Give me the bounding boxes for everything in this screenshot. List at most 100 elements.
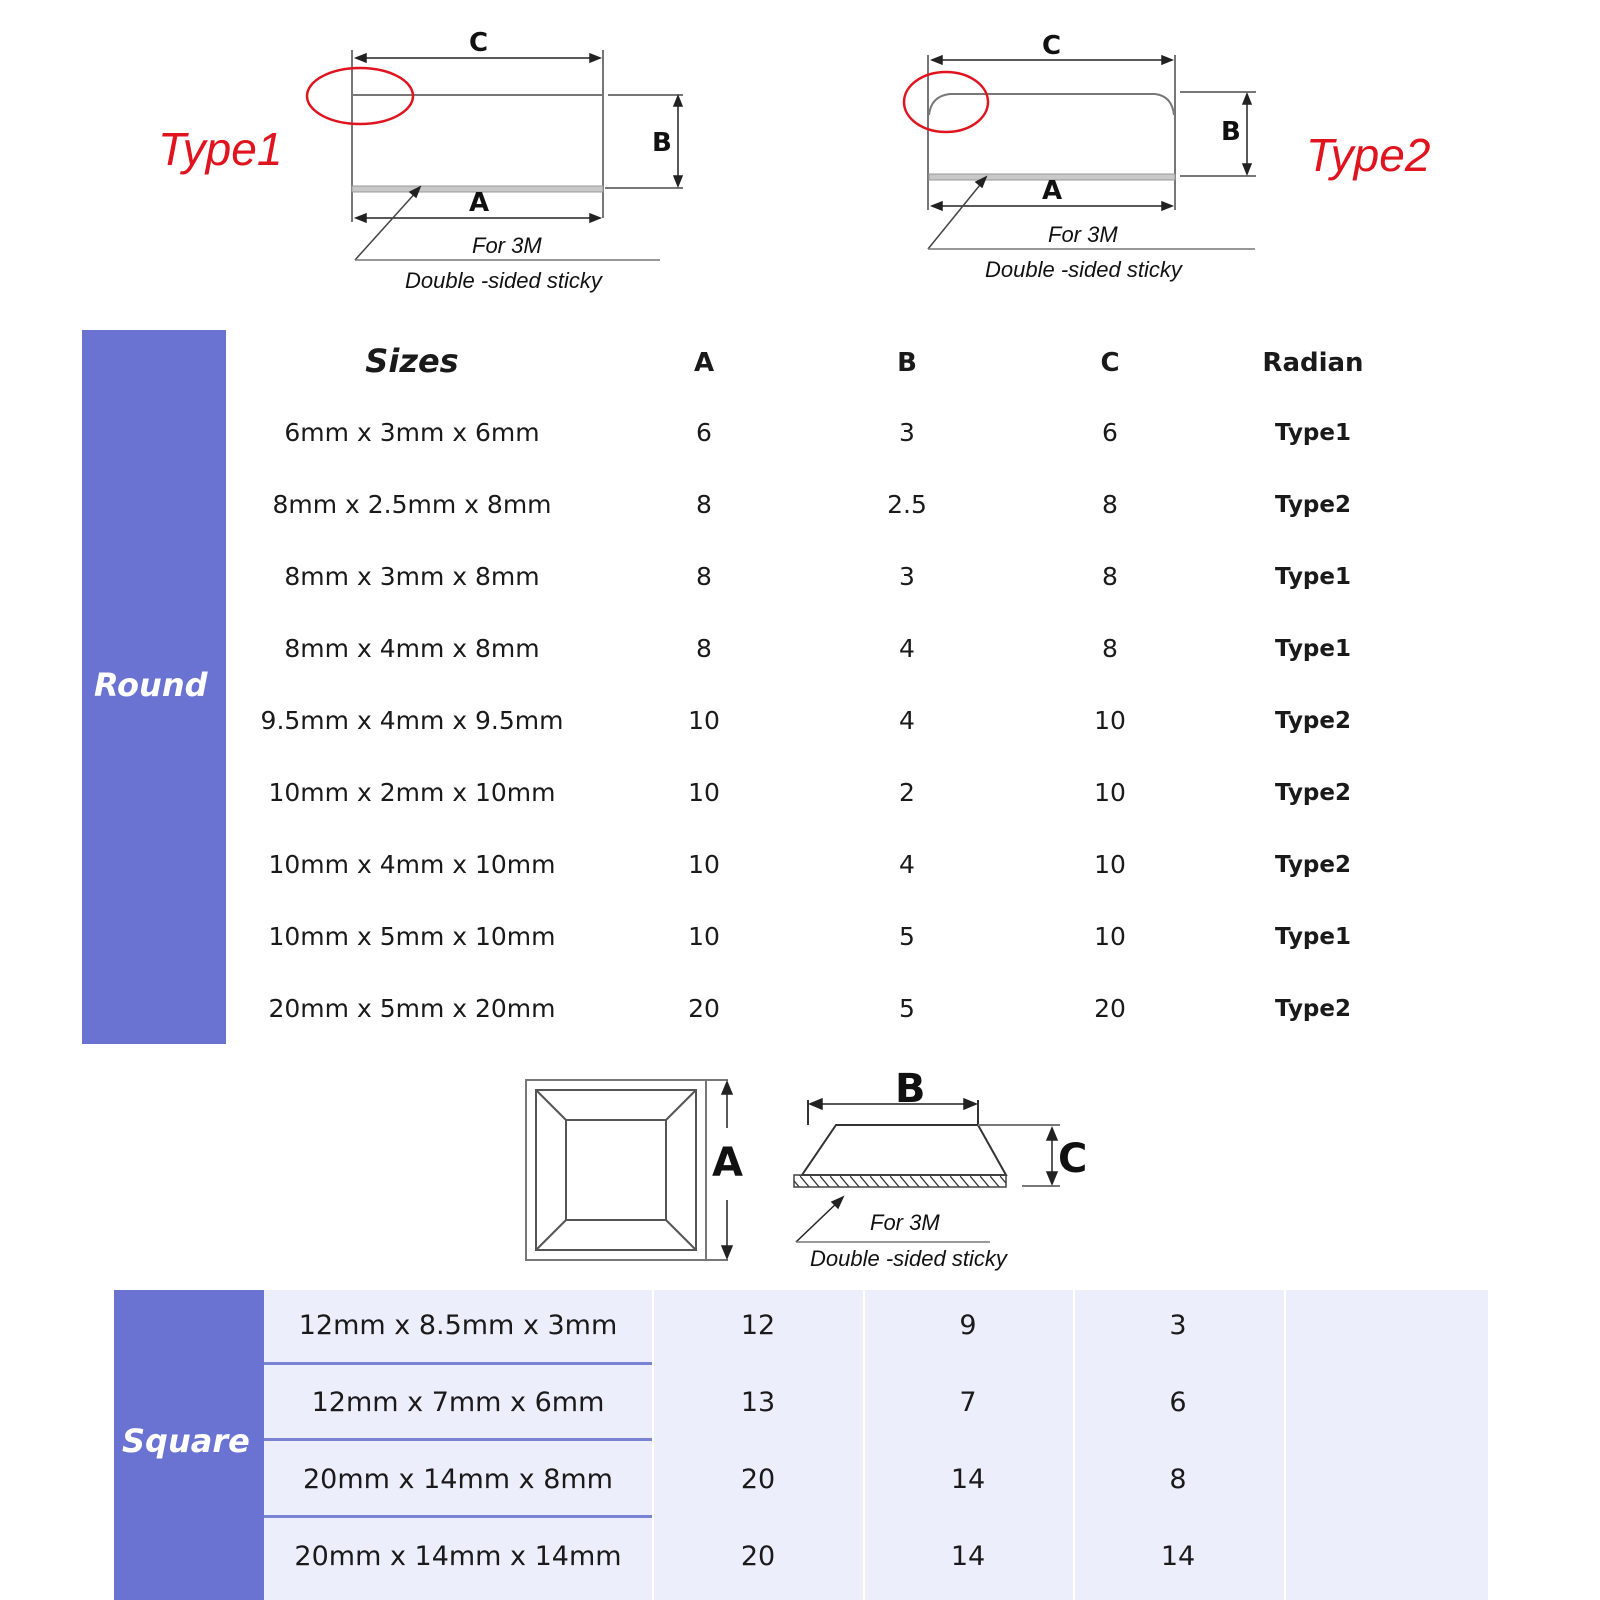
cell-c: 6 <box>1169 1387 1187 1418</box>
cell-a: 20 <box>740 1464 776 1495</box>
square-col-divider <box>863 1290 865 1600</box>
cell-b: 4 <box>899 706 915 735</box>
type1-drawing <box>305 50 684 261</box>
cell-b: 9 <box>959 1310 977 1341</box>
cell-c: 6 <box>1102 418 1118 447</box>
square-b-dim <box>808 1097 978 1111</box>
cell-b: 14 <box>950 1464 986 1495</box>
cell-size: 8mm x 4mm x 8mm <box>284 634 540 663</box>
cell-c: 10 <box>1094 922 1126 951</box>
type2-label-c: C <box>1042 31 1062 61</box>
cell-b: 7 <box>959 1387 977 1418</box>
cell-radian: Type1 <box>1274 924 1352 950</box>
header-sizes: Sizes <box>365 342 459 380</box>
type1-note-line1: For 3M <box>472 233 542 258</box>
cell-a: 20 <box>740 1541 776 1572</box>
cell-size: 10mm x 2mm x 10mm <box>268 778 556 807</box>
header-a: A <box>693 348 715 378</box>
square-base-outline <box>535 1089 697 1251</box>
type1-adhesive-strip <box>351 185 604 193</box>
cell-b: 3 <box>899 418 915 447</box>
cell-c: 14 <box>1160 1541 1196 1572</box>
cell-radian: Type2 <box>1274 492 1352 518</box>
cell-radian: Type1 <box>1274 564 1352 590</box>
cell-radian: Type1 <box>1274 420 1352 446</box>
square-top-face <box>565 1119 667 1221</box>
square-a-dim <box>720 1080 734 1260</box>
square-outer-outline <box>525 1079 707 1261</box>
square-row-divider <box>264 1438 652 1441</box>
cell-a: 12 <box>740 1310 776 1341</box>
cell-c: 8 <box>1102 562 1118 591</box>
round-category-label: Round <box>94 666 208 704</box>
cell-radian: Type1 <box>1274 636 1352 662</box>
cell-c: 8 <box>1102 634 1118 663</box>
cell-b: 5 <box>899 922 915 951</box>
type2-adhesive-strip <box>928 173 1176 181</box>
header-b: B <box>897 348 917 378</box>
cell-radian: Type2 <box>1274 708 1352 734</box>
type2-note-line2: Double -sided sticky <box>985 257 1182 282</box>
square-category-label: Square <box>122 1422 250 1460</box>
square-row-divider <box>264 1515 652 1518</box>
cell-c: 8 <box>1169 1464 1187 1495</box>
cell-size: 20mm x 5mm x 20mm <box>268 994 556 1023</box>
cell-a: 8 <box>696 634 712 663</box>
type2-drawing <box>902 54 1256 250</box>
square-col-divider <box>652 1290 654 1600</box>
cell-b: 5 <box>899 994 915 1023</box>
type1-note-line2: Double -sided sticky <box>405 268 602 293</box>
cell-size: 8mm x 3mm x 8mm <box>284 562 540 591</box>
square-table-background <box>114 1290 1488 1600</box>
square-side-profile <box>800 1124 1008 1176</box>
cell-size: 10mm x 5mm x 10mm <box>268 922 556 951</box>
square-row-divider <box>264 1362 652 1365</box>
cell-a: 6 <box>696 418 712 447</box>
cell-size: 10mm x 4mm x 10mm <box>268 850 556 879</box>
square-label-b: B <box>895 1066 926 1112</box>
round-category-band <box>82 330 226 1044</box>
cell-size: 8mm x 2.5mm x 8mm <box>272 490 552 519</box>
square-category-band <box>114 1290 264 1600</box>
cell-radian: Type2 <box>1274 780 1352 806</box>
type1-label-c: C <box>469 28 489 58</box>
cell-a: 10 <box>688 922 720 951</box>
cell-b: 4 <box>899 634 915 663</box>
cell-size: 20mm x 14mm x 14mm <box>294 1541 622 1572</box>
type1-corner-highlight-icon <box>305 66 415 126</box>
square-note-line2: Double -sided sticky <box>810 1246 1007 1271</box>
square-note-line1: For 3M <box>870 1210 940 1235</box>
cell-c: 10 <box>1094 706 1126 735</box>
square-label-a: A <box>712 1140 743 1186</box>
cell-radian: Type2 <box>1274 996 1352 1022</box>
square-col-divider <box>1284 1290 1286 1600</box>
cell-c: 3 <box>1169 1310 1187 1341</box>
cell-b: 2 <box>899 778 915 807</box>
header-c: C <box>1100 348 1120 378</box>
square-col-divider <box>1073 1290 1075 1600</box>
header-radian: Radian <box>1262 348 1364 378</box>
type2-corner-highlight-icon <box>902 70 990 134</box>
cell-size: 6mm x 3mm x 6mm <box>284 418 540 447</box>
cell-b: 4 <box>899 850 915 879</box>
type2-title: Type2 <box>1306 129 1431 181</box>
type1-label-a: A <box>469 188 490 218</box>
cell-size: 12mm x 8.5mm x 3mm <box>298 1310 618 1341</box>
cell-a: 10 <box>688 778 720 807</box>
cell-b: 2.5 <box>887 490 927 519</box>
cell-a: 8 <box>696 562 712 591</box>
cell-c: 10 <box>1094 850 1126 879</box>
cell-a: 10 <box>688 706 720 735</box>
cell-b: 3 <box>899 562 915 591</box>
type1-title: Type1 <box>158 123 283 175</box>
square-adhesive-hatch <box>793 1174 1007 1188</box>
square-c-dim <box>1045 1126 1059 1186</box>
cell-size: 20mm x 14mm x 8mm <box>303 1464 613 1495</box>
type2-rounded-top-edge <box>928 93 1175 116</box>
cell-a: 10 <box>688 850 720 879</box>
cell-size: 9.5mm x 4mm x 9.5mm <box>260 706 564 735</box>
cell-a: 8 <box>696 490 712 519</box>
type2-label-a: A <box>1042 176 1063 206</box>
type1-label-b: B <box>652 128 672 158</box>
cell-size: 12mm x 7mm x 6mm <box>311 1387 605 1418</box>
